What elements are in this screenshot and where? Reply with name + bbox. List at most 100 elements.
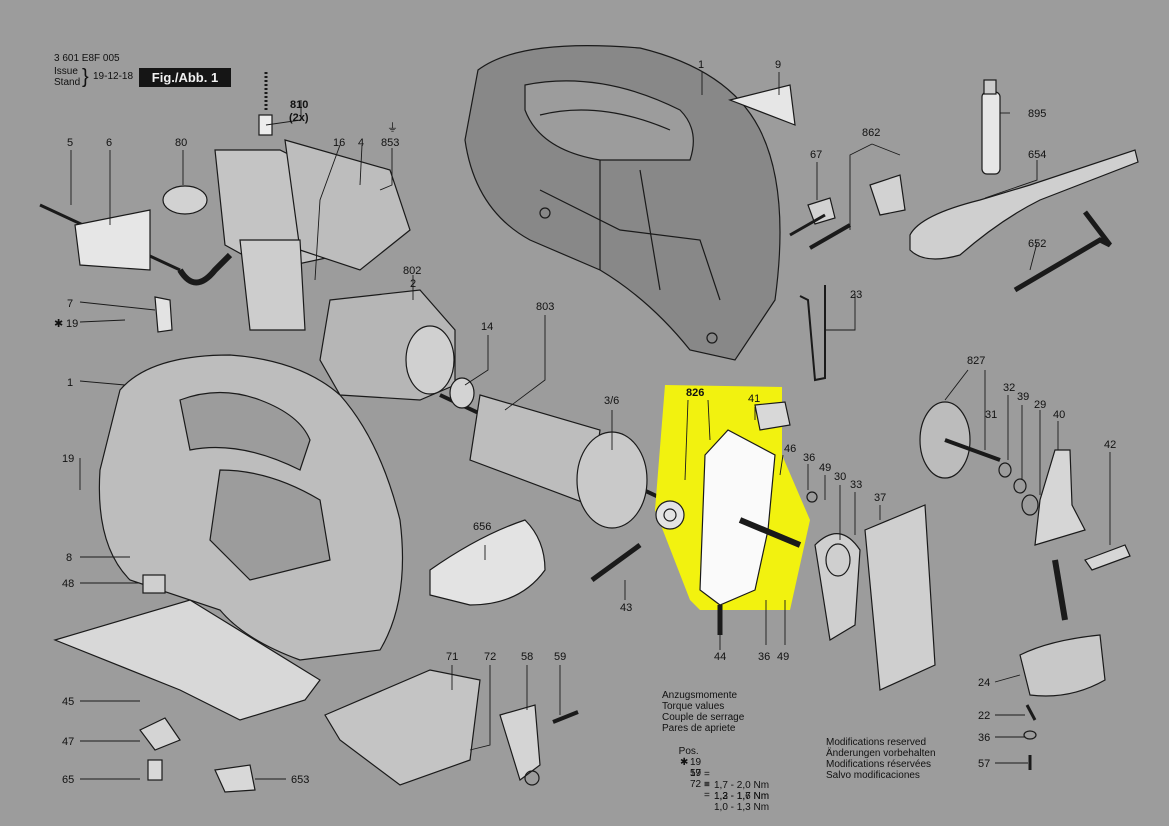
label-49-mid: 49 (819, 462, 831, 474)
label-48: 48 (62, 578, 74, 590)
part-653-knob (214, 764, 256, 793)
label-653: 653 (291, 774, 309, 786)
label-652: 652 (1028, 238, 1046, 250)
label-6: 6 (106, 137, 112, 149)
label-37: 37 (874, 492, 886, 504)
issue-label: Issue (54, 66, 78, 77)
part-48-block (142, 574, 166, 594)
label-43: 43 (620, 602, 632, 614)
label-32: 32 (1003, 382, 1015, 394)
torque-row: 57 = 1,3 - 1,7 Nm (662, 757, 769, 813)
torque-row-pos: 19 (690, 768, 702, 780)
torque-title-es: Pares de apriete (662, 723, 736, 734)
label-24: 24 (978, 677, 990, 689)
label-4: 4 (358, 137, 364, 149)
ground-symbol: ⏚ (387, 121, 398, 134)
torque-row: Pos. 19 = 1,7 - 2,0 Nm (662, 735, 769, 802)
label-45: 45 (62, 696, 74, 708)
part-71-holder (324, 669, 481, 786)
torque-row-value: 1,2 - 1,6 Nm (714, 790, 770, 802)
torque-row-prefix: Pos. (678, 746, 699, 758)
issue-date: 19-12-18 (93, 71, 134, 82)
torque-row-pos: 19 (690, 757, 702, 769)
label-14: 14 (481, 321, 493, 333)
equals-sign: = (704, 779, 710, 791)
label-2: 2 (410, 278, 416, 290)
label-895: 895 (1028, 108, 1046, 120)
label-16: 16 (333, 137, 345, 149)
label-654: 654 (1028, 149, 1046, 161)
label-36-mid: 36 (803, 452, 815, 464)
label-36-right: 36 (978, 732, 990, 744)
label-39: 39 (1017, 391, 1029, 403)
label-23: 23 (850, 289, 862, 301)
torque-title-en: Torque values (662, 701, 725, 712)
label-80: 80 (175, 137, 187, 149)
label-853: 853 (381, 137, 399, 149)
label-802: 802 (403, 265, 421, 277)
label-8: 8 (66, 552, 72, 564)
equals-sign: = (704, 790, 710, 802)
torque-row-pos: 57 (690, 768, 702, 780)
part-47-plate (139, 717, 181, 751)
label-862: 862 (862, 127, 880, 139)
part-43-pin (590, 542, 642, 583)
label-31: 31 (985, 409, 997, 421)
label-58: 58 (521, 651, 533, 663)
housing-half-lower-part (98, 354, 404, 661)
torque-title-fr: Couple de serrage (662, 712, 745, 723)
figure-label: Fig./Abb. 1 (139, 68, 231, 87)
part-656-cover (429, 519, 546, 606)
part-654-handle (909, 149, 1139, 260)
label-57: 57 (978, 758, 990, 770)
label-1-left: 1 (67, 377, 73, 389)
part-810-brush (258, 72, 273, 136)
label-72: 72 (484, 651, 496, 663)
label-29: 29 (1034, 399, 1046, 411)
washers-32-39-29 (998, 462, 1039, 516)
label-41: 41 (748, 393, 760, 405)
label-71: 71 (446, 651, 458, 663)
label-1-top: 1 (698, 59, 704, 71)
part-59-pin (552, 710, 579, 724)
modifications-es: Salvo modificaciones (826, 770, 920, 781)
label-9: 9 (775, 59, 781, 71)
part-7-clip (154, 296, 173, 333)
label-810-qty: (2x) (289, 112, 309, 124)
label-30: 30 (834, 471, 846, 483)
label-46: 46 (784, 443, 796, 455)
label-36-bottom: 36 (758, 651, 770, 663)
modifications-de: Änderungen vorbehalten (826, 748, 936, 759)
modifications-fr: Modifications réservées (826, 759, 932, 770)
part-2-stator (319, 289, 456, 401)
label-44: 44 (714, 651, 726, 663)
modifications-en: Modifications reserved (826, 737, 927, 748)
label-59: 59 (554, 651, 566, 663)
stand-label: Stand (54, 77, 81, 88)
torque-row-pos: 72 (690, 779, 702, 791)
label-810: 810 (290, 99, 308, 111)
part-24-guide (1019, 634, 1106, 697)
part-36-washer (1023, 730, 1037, 740)
highlighted-bearing-assembly (655, 385, 810, 610)
equals-sign: = (704, 768, 710, 780)
part-45-base-plate (53, 599, 321, 721)
star-marker-19: ✱ (54, 318, 63, 330)
label-22: 22 (978, 710, 990, 722)
torque-title-de: Anzugsmomente (662, 690, 738, 701)
part-803-armature (439, 377, 666, 529)
label-5: 5 (67, 137, 73, 149)
part-42-clip (1084, 544, 1131, 571)
star-icon: ✱ (680, 757, 689, 769)
torque-row-value: 1,7 - 2,0 Nm (714, 779, 770, 791)
torque-row: 72 = 1,0 - 1,3 Nm (662, 768, 769, 824)
part-65-screw (147, 759, 163, 781)
part-41-block (754, 401, 791, 431)
part-862-lever (809, 174, 906, 250)
part-22-spring (1025, 704, 1037, 721)
washers-30-33 (806, 491, 861, 641)
label-65: 65 (62, 774, 74, 786)
part-895-tube (981, 79, 1001, 175)
